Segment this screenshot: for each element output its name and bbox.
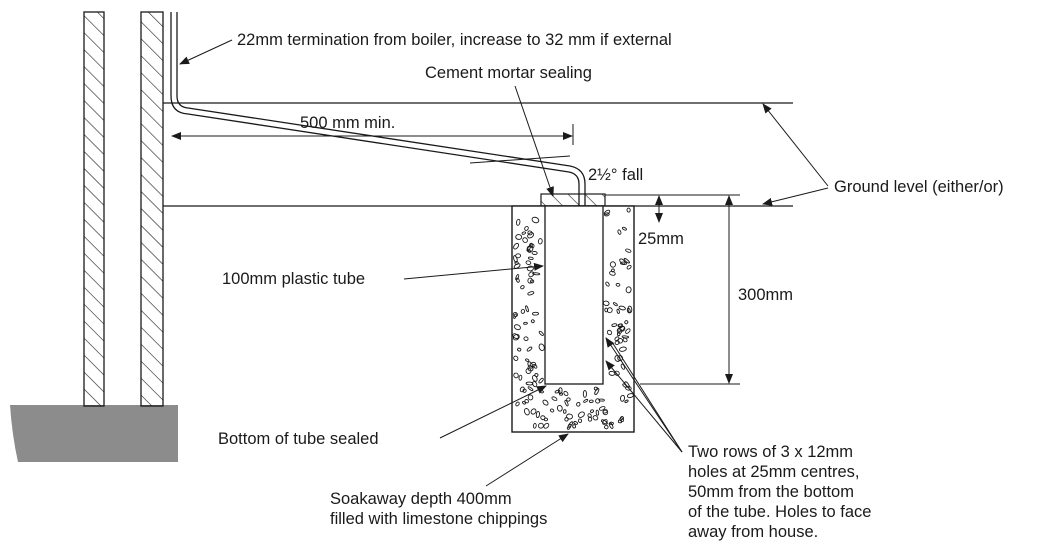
condensate-pipe — [170, 12, 580, 221]
label-holes-line4: of the tube. Holes to face — [688, 503, 871, 521]
label-300mm: 300mm — [738, 286, 793, 304]
label-bottom-sealed: Bottom of tube sealed — [218, 430, 379, 448]
label-25mm: 25mm — [638, 230, 684, 248]
label-termination: 22mm termination from boiler, increase t… — [237, 31, 672, 49]
house-wall-right — [140, 11, 164, 407]
label-ground-level: Ground level (either/or) — [834, 178, 1004, 196]
label-holes-line1: Two rows of 3 x 12mm — [688, 443, 853, 461]
label-500mm: 500 mm min. — [300, 114, 395, 132]
label-fall: 2½° fall — [588, 166, 643, 184]
label-soakaway-line2: filled with limestone chippings — [330, 510, 547, 528]
ground-slab — [10, 405, 178, 462]
house-wall-left — [83, 11, 105, 407]
label-holes-line3: 50mm from the bottom — [688, 483, 854, 501]
label-plastic-tube: 100mm plastic tube — [222, 270, 365, 288]
label-holes-line5: away from house. — [688, 523, 818, 541]
label-soakaway-line1: Soakaway depth 400mm — [330, 490, 512, 508]
cement-mortar-seal — [540, 193, 606, 207]
plastic-tube — [544, 205, 604, 385]
label-cement: Cement mortar sealing — [425, 64, 592, 82]
limestone-chippings — [512, 207, 634, 430]
label-holes-line2: holes at 25mm centres, — [688, 463, 860, 481]
